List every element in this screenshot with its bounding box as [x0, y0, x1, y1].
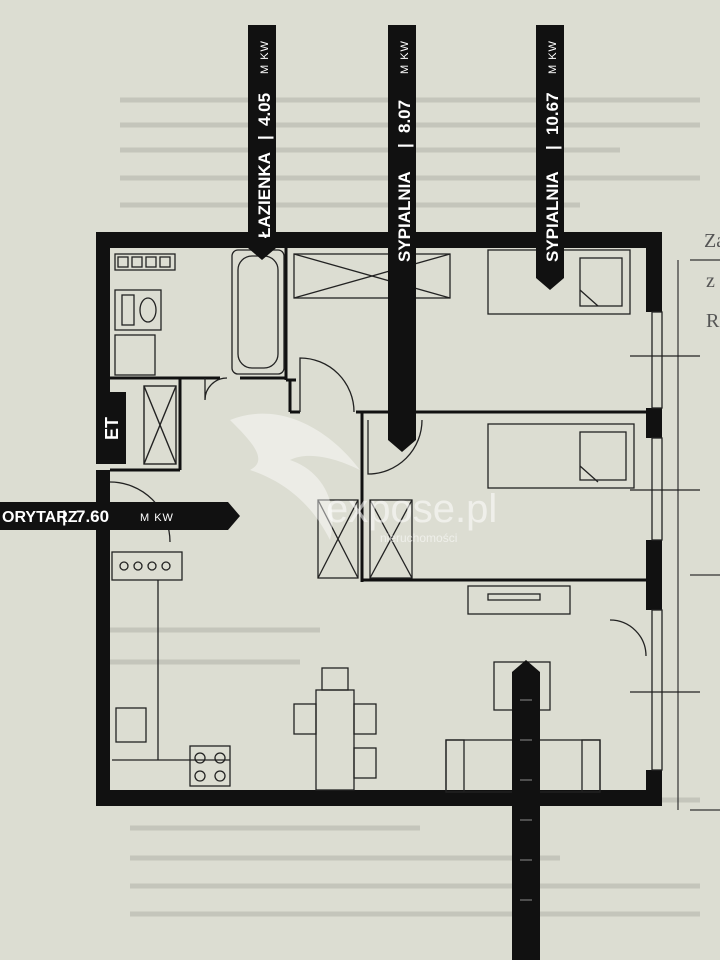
middle-bedroom-fixtures: [367, 419, 635, 489]
bedroom-large-sep: |: [543, 145, 562, 150]
dining-table: [293, 667, 377, 791]
bedroom-large-area: 10.67: [543, 92, 562, 135]
margin-note-2: z: [706, 270, 715, 292]
label-bathroom: ŁAZIENKA | 4.05 M KW: [248, 25, 276, 260]
corridor-wardrobes: [317, 499, 413, 579]
margin-note-1: Za: [704, 230, 720, 252]
bedroom-small-name: SYPIALNIA: [395, 171, 414, 262]
bathroom-sep: |: [255, 135, 274, 140]
bedroom-large-fixtures: [487, 249, 631, 315]
bedroom-small-sep: |: [395, 143, 414, 148]
entrance-door: [109, 481, 171, 543]
closet-cabinet: [143, 385, 177, 465]
watermark: expose.pl nieruchomości: [230, 413, 497, 545]
exterior-lines: [677, 259, 720, 811]
label-bedroom-small: SYPIALNIA | 8.07 M KW: [388, 25, 416, 452]
bedroom-small-fixtures: [293, 253, 451, 413]
bathroom-unit: M KW: [259, 40, 271, 74]
watermark-brand: expose.pl: [326, 487, 497, 531]
label-bedroom-large: SYPIALNIA | 10.67 M KW: [536, 25, 564, 290]
closet-block: [96, 392, 126, 464]
bathroom-name: ŁAZIENKA: [255, 152, 274, 238]
bedroom-large-name: SYPIALNIA: [543, 171, 562, 262]
bird-logo-icon: [230, 413, 360, 540]
bedroom-large-unit: M KW: [547, 40, 559, 74]
margin-note-3: R: [706, 310, 720, 332]
corridor-name: ORYTARZ: [2, 509, 78, 526]
watermark-tagline: nieruchomości: [380, 531, 457, 545]
corridor-unit: M KW: [140, 512, 174, 524]
windows: [630, 311, 700, 771]
kitchen-fixtures: [111, 551, 231, 787]
label-living-room: [512, 660, 540, 960]
corridor-area: 7.60: [76, 507, 109, 526]
living-fixtures: [445, 585, 647, 793]
closet-label: ET: [102, 417, 122, 440]
bedroom-small-unit: M KW: [399, 40, 411, 74]
corridor-sep: |: [62, 509, 66, 526]
bedroom-small-area: 8.07: [395, 100, 414, 133]
label-corridor: ORYTARZ | 7.60 M KW: [0, 502, 240, 530]
bathroom-area: 4.05: [255, 93, 274, 126]
background-text-lines: [110, 97, 700, 917]
